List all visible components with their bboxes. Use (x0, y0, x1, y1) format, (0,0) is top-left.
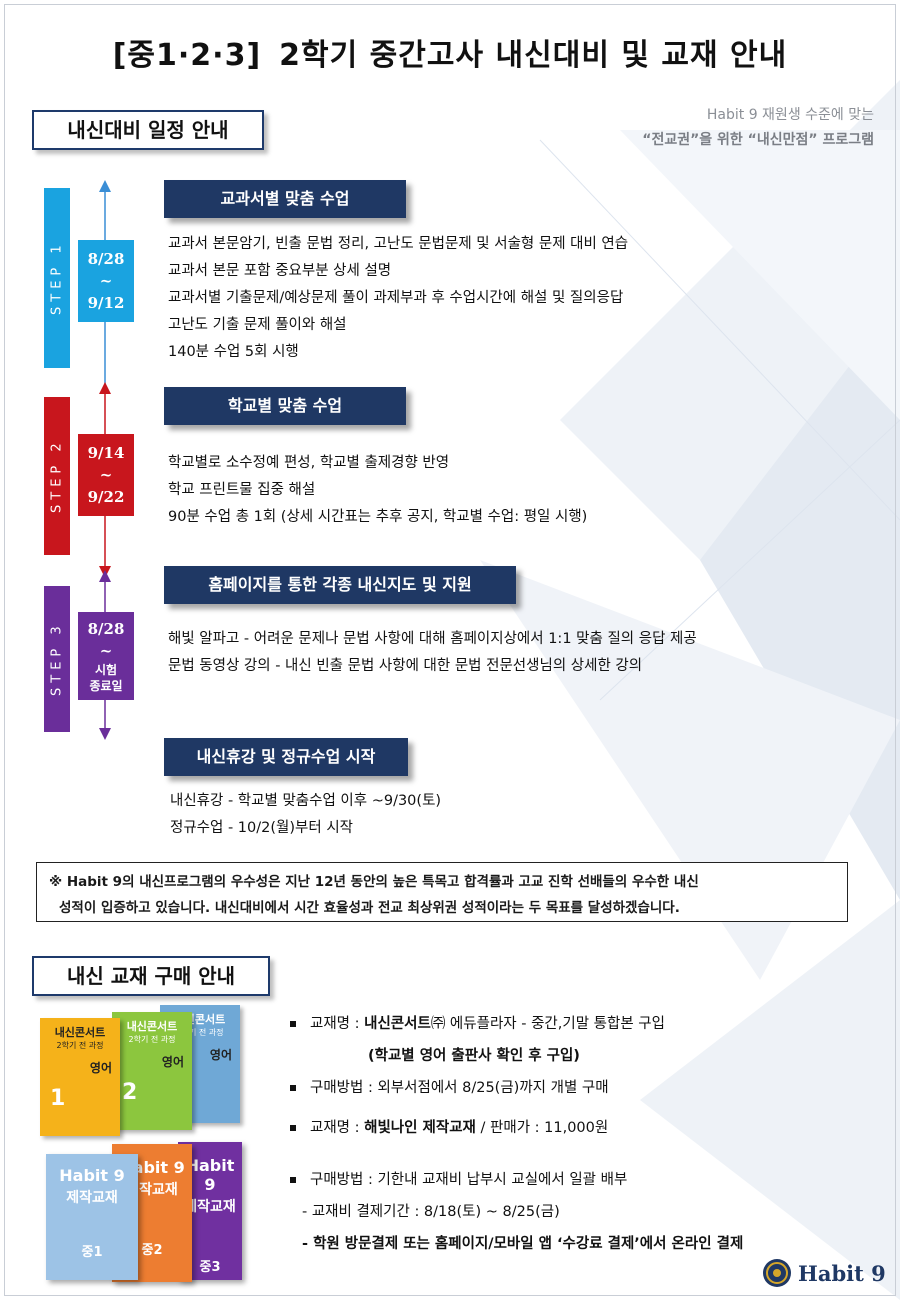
step1-heading: 교과서별 맞춤 수업 (164, 180, 406, 218)
schedule-section-header: 내신대비 일정 안내 (32, 110, 264, 150)
purchase-item-4: 구매방법 : 기한내 교재비 납부시 교실에서 일괄 배부 (290, 1168, 627, 1189)
title-bracket: [중1·2·3] (112, 38, 262, 73)
step1-line: 교과서 본문 포함 중요부분 상세 설명 (168, 263, 392, 279)
concert-book-2: 내신콘서트 2학기 전 과정 영어 2 (112, 1012, 192, 1130)
step1-line: 140분 수업 5회 시행 (168, 344, 299, 360)
break-line: 내신휴강 - 학교별 맞춤수업 이후 ~9/30(토) (170, 793, 442, 809)
purchase-item-2: 구매방법 : 외부서점에서 8/25(금)까지 개별 구매 (290, 1076, 609, 1097)
step1-line: 고난도 기출 문제 풀이와 해설 (168, 317, 347, 333)
purchase-item-4-method: - 학원 방문결제 또는 홈페이지/모바일 앱 ‘수강료 결제’에서 온라인 결… (302, 1236, 744, 1252)
step3-label: STEP 3 (44, 586, 70, 732)
step2-date: 9/14 ~ 9/22 (78, 434, 134, 516)
habit9-logo: Habit 9 (762, 1258, 886, 1288)
break-line: 정규수업 - 10/2(월)부터 시작 (170, 820, 353, 836)
bullet-icon (290, 1177, 296, 1183)
emblem-icon (763, 1259, 791, 1287)
purchase-item-4-period: - 교재비 결제기간 : 8/18(토) ~ 8/25(금) (302, 1204, 560, 1220)
step3-line: 문법 동영상 강의 - 내신 빈출 문법 사항에 대한 문법 전문선생님의 상세… (168, 658, 643, 674)
tagline-line1: Habit 9 재원생 수준에 맞는 (706, 107, 874, 123)
tagline-line2: “전교권”을 위한 “내신만점” 프로그램 (642, 132, 874, 148)
notice-line2: 성적이 입증하고 있습니다. 내신대비에서 시간 효율성과 전교 최상위권 성적… (59, 900, 680, 916)
bullet-icon (290, 1125, 296, 1131)
break-details: 내신휴강 - 학교별 맞춤수업 이후 ~9/30(토) 정규수업 - 10/2(… (170, 788, 441, 842)
page-title: [중1·2·3] 2학기 중간고사 내신대비 및 교재 안내 (0, 30, 900, 74)
step2-details: 학교별로 소수정예 편성, 학교별 출제경향 반영 학교 프린트물 집중 해설 … (168, 450, 587, 531)
logo-text: Habit 9 (798, 1260, 886, 1286)
step3-details: 해빛 알파고 - 어려운 문제나 문법 사항에 대해 홈페이지상에서 1:1 맞… (168, 626, 697, 680)
books-section-header: 내신 교재 구매 안내 (32, 956, 270, 996)
step2-line: 학교 프린트물 집중 해설 (168, 482, 316, 498)
purchase-item-1: 교재명 : 내신콘서트㈜ 에듀플라자 - 중간,기말 통합본 구입 (290, 1012, 665, 1033)
purchase-item-3: 교재명 : 해빛나인 제작교재 / 판매가 : 11,000원 (290, 1116, 608, 1137)
step1-date: 8/28 ~ 9/12 (78, 240, 134, 322)
step1-details: 교과서 본문암기, 빈출 문법 정리, 고난도 문법문제 및 서술형 문제 대비… (168, 231, 628, 366)
notice-box: ※ Habit 9의 내신프로그램의 우수성은 지난 12년 동안의 높은 특목… (36, 862, 848, 922)
concert-book-1: 내신콘서트 2학기 전 과정 영어 1 (40, 1018, 120, 1136)
step2-line: 90분 수업 총 1회 (상세 시간표는 추후 공지, 학교별 수업: 평일 시… (168, 509, 588, 525)
tagline: Habit 9 재원생 수준에 맞는 “전교권”을 위한 “내신만점” 프로그램 (642, 103, 874, 153)
step1-line: 교과서 본문암기, 빈출 문법 정리, 고난도 문법문제 및 서술형 문제 대비… (168, 236, 629, 252)
habit-book-1: Habit 9 제작교재 중1 (46, 1154, 138, 1280)
break-heading: 내신휴강 및 정규수업 시작 (164, 738, 408, 776)
step3-heading: 홈페이지를 통한 각종 내신지도 및 지원 (164, 566, 516, 604)
title-main: 2학기 중간고사 내신대비 및 교재 안내 (279, 38, 788, 73)
step2-heading: 학교별 맞춤 수업 (164, 387, 406, 425)
step2-label: STEP 2 (44, 397, 70, 555)
step1-line: 교과서별 기출문제/예상문제 풀이 과제부과 후 수업시간에 해설 및 질의응답 (168, 290, 624, 306)
page-frame (4, 4, 896, 1296)
notice-line1: ※ Habit 9의 내신프로그램의 우수성은 지난 12년 동안의 높은 특목… (49, 874, 699, 890)
bullet-icon (290, 1021, 296, 1027)
step2-line: 학교별로 소수정예 편성, 학교별 출제경향 반영 (168, 455, 450, 471)
step3-line: 해빛 알파고 - 어려운 문제나 문법 사항에 대해 홈페이지상에서 1:1 맞… (168, 631, 697, 647)
purchase-item-1-note: (학교별 영어 출판사 확인 후 구입) (368, 1048, 580, 1064)
step3-date: 8/28 ~ 시험 종료일 (78, 612, 134, 700)
bullet-icon (290, 1085, 296, 1091)
step1-label: STEP 1 (44, 188, 70, 368)
